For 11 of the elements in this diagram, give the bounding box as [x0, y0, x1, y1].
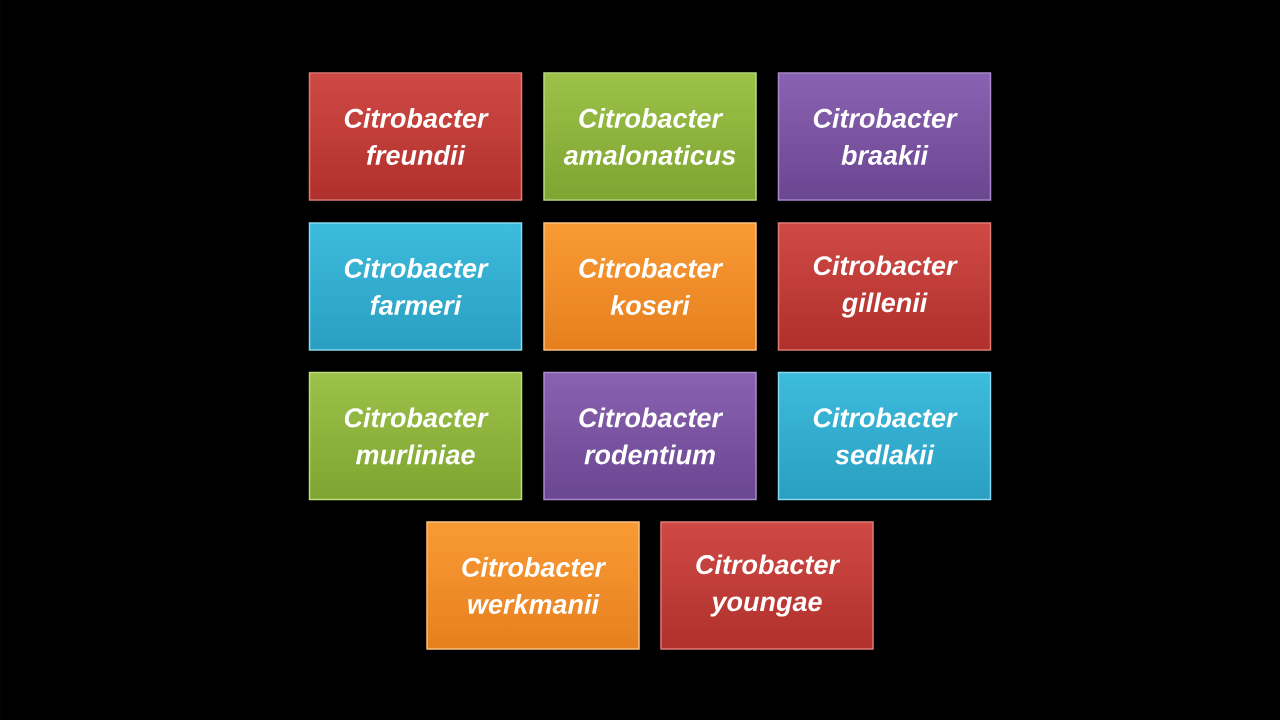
species-box: Citrobacter youngae [660, 521, 874, 650]
species-box: Citrobacter koseri [543, 222, 757, 351]
species-box: Citrobacter freundii [308, 72, 523, 201]
species-box: Citrobacter gillenii [777, 222, 992, 351]
species-box: Citrobacter rodentium [543, 371, 757, 501]
species-box: Citrobacter werkmanii [426, 521, 640, 650]
species-box: Citrobacter farmeri [308, 222, 523, 351]
species-box: Citrobacter braakii [777, 72, 992, 201]
species-box: Citrobacter amalonaticus [543, 72, 757, 201]
species-box: Citrobacter sedlakii [777, 371, 992, 501]
species-box: Citrobacter murliniae [308, 371, 523, 501]
